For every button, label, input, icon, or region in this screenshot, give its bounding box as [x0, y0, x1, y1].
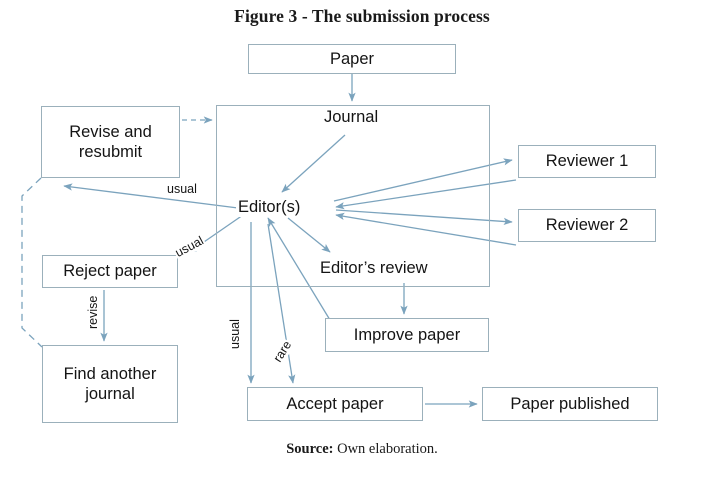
node-reviewer-1-label: Reviewer 1 — [545, 152, 629, 171]
node-reject-paper[interactable]: Reject paper — [42, 255, 178, 288]
edge-improve-to-editors — [267, 217, 331, 321]
node-find-another-journal-label-line1: Find another — [63, 364, 157, 383]
node-editors-label: Editor(s) — [236, 198, 303, 217]
figure-source: Source: Own elaboration. — [0, 441, 724, 458]
node-journal-label: Journal — [322, 108, 381, 127]
node-reviewer-2[interactable]: Reviewer 2 — [518, 209, 656, 242]
node-find-another-journal-label-line2: journal — [85, 385, 135, 403]
node-improve-paper-label: Improve paper — [353, 325, 461, 344]
node-editors-review-label: Editor’s review — [318, 259, 430, 278]
edge-editors-to-editors-review — [287, 217, 331, 253]
edge-editors-to-accept-rare — [267, 223, 296, 384]
node-accept-paper[interactable]: Accept paper — [247, 387, 423, 421]
node-reviewer-1[interactable]: Reviewer 1 — [518, 145, 656, 178]
node-accept-paper-label: Accept paper — [286, 394, 384, 413]
node-reviewer-2-label: Reviewer 2 — [545, 216, 629, 235]
figure-title: Figure 3 - The submission process — [234, 6, 490, 26]
edge-editors-to-revise — [63, 183, 239, 209]
edge-label-usual-to-revise: usual — [166, 182, 198, 196]
edge-reviewer1-to-editors — [335, 179, 517, 210]
node-revise-and-resubmit[interactable]: Revise and resubmit — [41, 106, 180, 178]
node-find-another-journal[interactable]: Find another journal — [42, 345, 178, 423]
node-improve-paper[interactable]: Improve paper — [325, 318, 489, 352]
journal-container-box[interactable] — [216, 105, 490, 287]
node-paper-published-label: Paper published — [510, 394, 630, 413]
node-revise-and-resubmit-label-line1: Revise and — [69, 122, 152, 141]
edge-journal-to-editors — [281, 134, 346, 193]
edge-label-usual-to-accept: usual — [228, 318, 242, 350]
edge-label-revise-to-find: revise — [86, 294, 100, 330]
node-paper-label: Paper — [329, 49, 375, 68]
node-revise-and-resubmit-label-line2: resubmit — [78, 143, 143, 161]
edge-editors-to-reviewer2 — [335, 209, 513, 226]
figure-source-label: Source: — [286, 441, 334, 457]
edge-revise-to-find — [21, 177, 43, 348]
edge-editors-to-reviewer1 — [333, 158, 513, 202]
node-paper-published[interactable]: Paper published — [482, 387, 658, 421]
node-paper[interactable]: Paper — [248, 44, 456, 74]
figure-source-text: Own elaboration. — [333, 441, 438, 457]
edge-reviewer2-to-editors — [335, 212, 517, 246]
node-reject-paper-label: Reject paper — [63, 262, 157, 281]
